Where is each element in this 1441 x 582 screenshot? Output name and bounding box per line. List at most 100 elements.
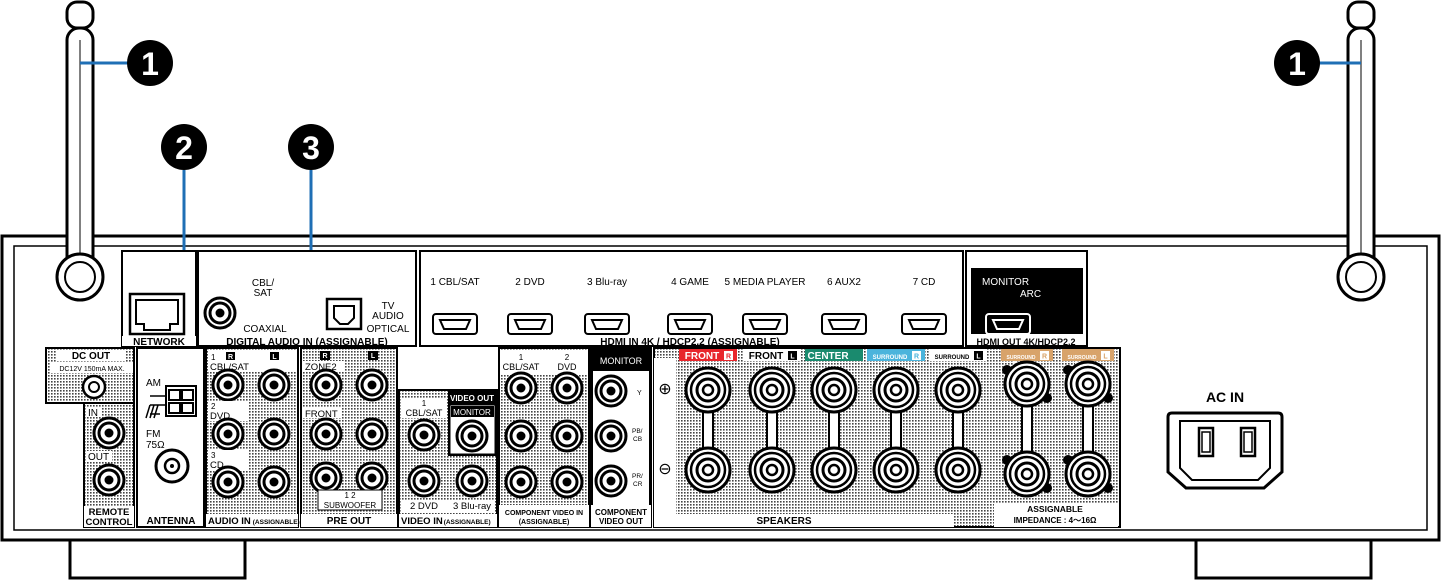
speaker-terminal-icon xyxy=(872,366,920,414)
svg-text:Y: Y xyxy=(637,390,642,397)
speaker-side-badge: L xyxy=(1103,354,1108,361)
svg-text:2: 2 xyxy=(565,353,570,362)
am-terminal-icon xyxy=(145,385,197,419)
svg-text:AUDIO: AUDIO xyxy=(372,311,404,322)
svg-text:ZONE2: ZONE2 xyxy=(305,362,337,373)
hdmi-out-port-icon xyxy=(985,313,1031,335)
svg-text:1: 1 xyxy=(1288,46,1306,82)
svg-text:REMOTE: REMOTE xyxy=(89,507,130,518)
speaker-side-badge: R xyxy=(914,354,919,361)
hdmi-in-port-icon xyxy=(432,313,478,335)
speaker-channel-name: FRONT xyxy=(685,351,719,362)
svg-text:OUT: OUT xyxy=(88,452,109,463)
speaker-side-badge: R xyxy=(1042,354,1047,361)
callout-1-left: 1 xyxy=(127,40,173,86)
svg-text:L: L xyxy=(371,353,376,360)
hdmi-in-label-4: 4 GAME xyxy=(671,277,709,288)
speaker-channel-name: CENTER xyxy=(807,351,849,362)
remote-control-section: IN OUT REMOTE CONTROL xyxy=(83,402,135,528)
svg-text:CB: CB xyxy=(633,436,642,443)
speaker-terminal-icon xyxy=(1003,360,1051,408)
speaker-side-badge: L xyxy=(976,354,981,361)
svg-text:CD: CD xyxy=(210,460,224,471)
speaker-channel-3: CENTER xyxy=(805,349,863,494)
svg-text:(ASSIGNABLE): (ASSIGNABLE) xyxy=(519,519,570,526)
svg-text:PB/: PB/ xyxy=(632,428,643,435)
digital-audio-section: CBL/ SAT COAXIAL TV AUDIO OPTICAL DIGITA… xyxy=(197,250,417,348)
speaker-terminal-icon xyxy=(1064,360,1112,408)
svg-text:TV: TV xyxy=(382,301,395,312)
speaker-channel-name: FRONT xyxy=(749,351,783,362)
speaker-channel-name: SURROUND xyxy=(1068,355,1097,361)
svg-text:COAXIAL: COAXIAL xyxy=(243,324,287,335)
svg-text:3: 3 xyxy=(211,451,216,460)
speaker-terminal-icon xyxy=(934,446,982,494)
svg-text:IN: IN xyxy=(88,408,98,419)
svg-text:CR: CR xyxy=(633,481,643,488)
network-section: NETWORK xyxy=(121,250,197,348)
svg-text:2: 2 xyxy=(211,402,216,411)
speaker-channel-4: SURROUND R xyxy=(867,349,925,494)
speaker-terminal-icon xyxy=(684,446,732,494)
speaker-channel-name: SURROUND xyxy=(873,355,908,361)
speaker-channel-7: SURROUNDBACKL xyxy=(1062,349,1114,498)
svg-text:AC IN: AC IN xyxy=(1206,389,1244,405)
hdmi-in-label-6: 6 AUX2 xyxy=(827,277,861,288)
svg-text:DVD: DVD xyxy=(557,362,577,372)
svg-text:CBL/SAT: CBL/SAT xyxy=(503,362,540,372)
speaker-terminal-icon xyxy=(748,366,796,414)
svg-text:MONITOR: MONITOR xyxy=(453,408,491,417)
hdmi-out-label: HDMI OUT 4K/HDCP2.2 xyxy=(976,337,1075,347)
svg-text:2: 2 xyxy=(175,130,193,166)
svg-text:COMPONENT: COMPONENT xyxy=(595,508,647,517)
hdmi-in-port-icon xyxy=(507,313,553,335)
svg-text:2 DVD: 2 DVD xyxy=(410,501,438,512)
svg-text:1 2: 1 2 xyxy=(344,491,356,500)
speaker-terminal-icon xyxy=(748,446,796,494)
svg-text:AM: AM xyxy=(146,378,161,389)
hdmi-in-port-icon xyxy=(901,313,947,335)
svg-text:1: 1 xyxy=(422,399,427,408)
svg-text:VIDEO OUT: VIDEO OUT xyxy=(450,394,494,403)
svg-text:ARC: ARC xyxy=(1020,289,1041,300)
component-video-in-section: 1 CBL/SAT 2 DVD COMPONENT VIDEO IN (ASSI… xyxy=(498,347,590,528)
svg-text:FM: FM xyxy=(146,429,160,440)
svg-text:SPEAKERS: SPEAKERS xyxy=(756,516,811,527)
hdmi-in-port-icon xyxy=(821,313,867,335)
speaker-terminal-icon xyxy=(1064,450,1112,498)
hdmi-in-port-icon xyxy=(584,313,630,335)
ethernet-port-icon xyxy=(128,292,186,336)
antenna-right xyxy=(1336,0,1386,302)
svg-text:ANTENNA: ANTENNA xyxy=(147,516,196,527)
coaxial-jack-icon xyxy=(203,296,237,330)
callout-2: 2 xyxy=(161,124,207,170)
video-out-monitor: VIDEO OUT MONITOR xyxy=(448,390,497,456)
minus-symbol: ⊖ xyxy=(658,461,671,478)
hdmi-in-label-3: 3 Blu-ray xyxy=(587,277,627,288)
svg-text:R: R xyxy=(322,353,327,360)
callout-3: 3 xyxy=(288,124,334,170)
svg-text:MONITOR: MONITOR xyxy=(982,277,1029,288)
svg-text:MONITOR: MONITOR xyxy=(600,356,643,366)
hdmi-out-section: MONITOR ARC HDMI OUT 4K/HDCP2.2 xyxy=(965,250,1088,347)
svg-text:SAT: SAT xyxy=(254,288,273,299)
foot-right xyxy=(1194,538,1373,580)
chassis-inner-frame xyxy=(13,245,1428,531)
svg-text:CBL/SAT: CBL/SAT xyxy=(210,362,249,373)
foot-left xyxy=(68,538,247,580)
svg-text:3 Blu-ray: 3 Blu-ray xyxy=(453,501,491,512)
svg-text:AUDIO IN(ASSIGNABLE): AUDIO IN(ASSIGNABLE) xyxy=(208,516,300,527)
hdmi-in-label-7: 7 CD xyxy=(913,277,936,288)
speaker-channel-name: SURROUND xyxy=(1007,355,1036,361)
svg-text:DC OUT: DC OUT xyxy=(72,351,110,362)
svg-text:DC12V 150mA MAX.: DC12V 150mA MAX. xyxy=(59,366,124,373)
fm-jack-icon xyxy=(154,448,190,484)
ac-in-section: AC IN xyxy=(1166,389,1284,490)
optical-jack-icon xyxy=(325,297,363,331)
network-label: NETWORK xyxy=(133,337,185,348)
